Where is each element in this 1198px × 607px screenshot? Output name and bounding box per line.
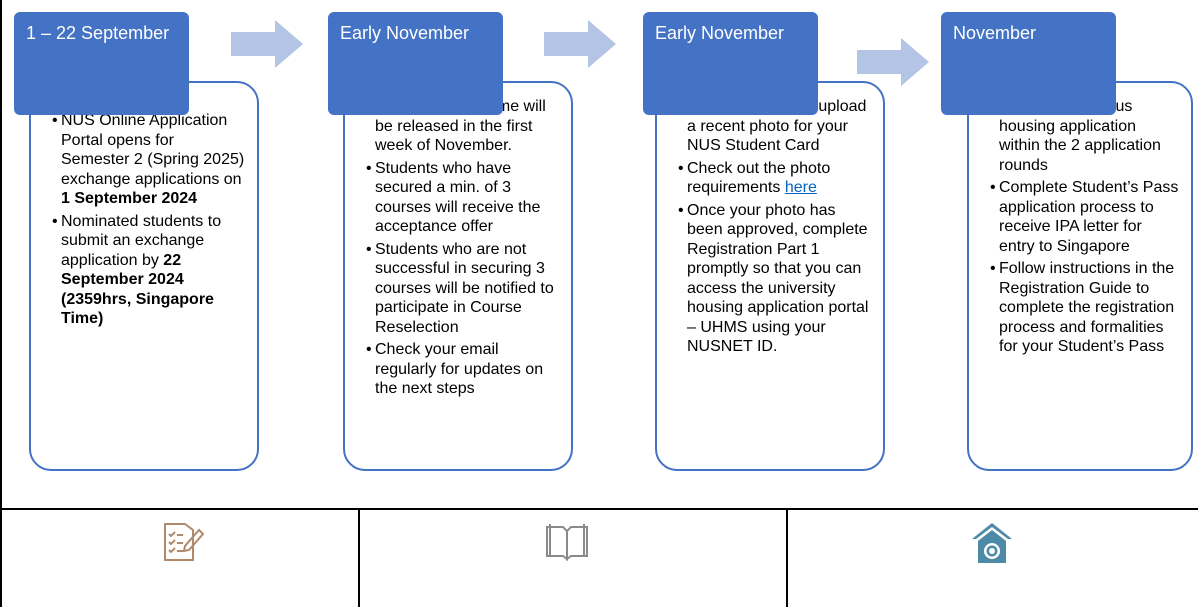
stage-2-date: Early November xyxy=(340,23,470,43)
bullet-text: Nominated students to submit an exchange… xyxy=(61,212,222,269)
stage-2-bullet: Check your email regularly for updates o… xyxy=(366,340,559,399)
house-icon xyxy=(972,523,1012,563)
bullet-text: Check your email regularly for updates o… xyxy=(375,341,544,397)
column-divider xyxy=(358,508,360,607)
photo-requirements-link[interactable]: here xyxy=(784,179,817,196)
stage-3-bullet: Once your photo has been approved, compl… xyxy=(678,201,871,357)
bullet-text: Students who are not successful in secur… xyxy=(375,240,554,336)
stage-3-header: Early November xyxy=(643,12,818,115)
stage-3-card: Accept the offer & upload a recent photo… xyxy=(655,81,885,471)
column-divider xyxy=(786,508,788,607)
stage-2-bullet: Students who are not successful in secur… xyxy=(366,240,559,338)
left-border xyxy=(0,0,2,607)
bullet-text: Check out the photo requirements xyxy=(687,159,831,197)
bottom-row-divider xyxy=(0,508,1198,510)
bullet-text: Complete Student’s Pass application proc… xyxy=(999,179,1179,255)
stage-1-date: 1 – 22 September xyxy=(26,23,170,43)
stage-4-date: November xyxy=(953,23,1037,43)
stage-3-bullet: Check out the photo requirements here xyxy=(678,159,871,198)
stage-4-card: Submit on-campus housing application wit… xyxy=(967,81,1193,471)
stage-1-bullet: Nominated students to submit an exchange… xyxy=(52,212,245,329)
stage-2-card: Application outcome will be released in … xyxy=(343,81,573,471)
stage-2-bullet: Students who have secured a min. of 3 co… xyxy=(366,159,559,237)
bullet-text: Students who have secured a min. of 3 co… xyxy=(375,159,541,236)
bullet-text: Follow instructions in the Registration … xyxy=(999,260,1175,355)
stage-4-bullet: Follow instructions in the Registration … xyxy=(990,259,1179,357)
stage-1-bullet: NUS Online Application Portal opens for … xyxy=(52,111,245,209)
stage-4-bullet: Complete Student’s Pass application proc… xyxy=(990,178,1179,256)
stage-2-list: Application outcome will be released in … xyxy=(366,97,559,399)
stage-4-list: Submit on-campus housing application wit… xyxy=(990,97,1179,357)
stage-1-card: NUS Online Application Portal opens for … xyxy=(29,81,259,471)
stage-1-list: NUS Online Application Portal opens for … xyxy=(52,111,245,329)
bold-text: 1 September 2024 xyxy=(61,190,198,207)
open-book-icon xyxy=(546,524,588,561)
arrow-right-icon xyxy=(544,20,616,68)
stage-2-bullet: Application outcome will be released in … xyxy=(366,97,559,156)
arrow-right-icon xyxy=(857,38,929,86)
stage-1-header: 1 – 22 September xyxy=(14,12,189,115)
bullet-text: NUS Online Application Portal opens for … xyxy=(61,112,245,188)
stage-3-list: Accept the offer & upload a recent photo… xyxy=(678,97,871,357)
bullet-text: Application outcome will be released in … xyxy=(375,98,546,154)
checklist-pencil-icon xyxy=(164,523,205,561)
stage-2-header: Early November xyxy=(328,12,503,115)
stage-3-date: Early November xyxy=(655,23,785,43)
bullet-text: Once your photo has been approved, compl… xyxy=(687,201,869,356)
stage-4-header: November xyxy=(941,12,1116,115)
arrow-right-icon xyxy=(231,20,303,68)
bold-text: 22 September 2024 (2359hrs, Singapore Ti… xyxy=(61,251,214,328)
